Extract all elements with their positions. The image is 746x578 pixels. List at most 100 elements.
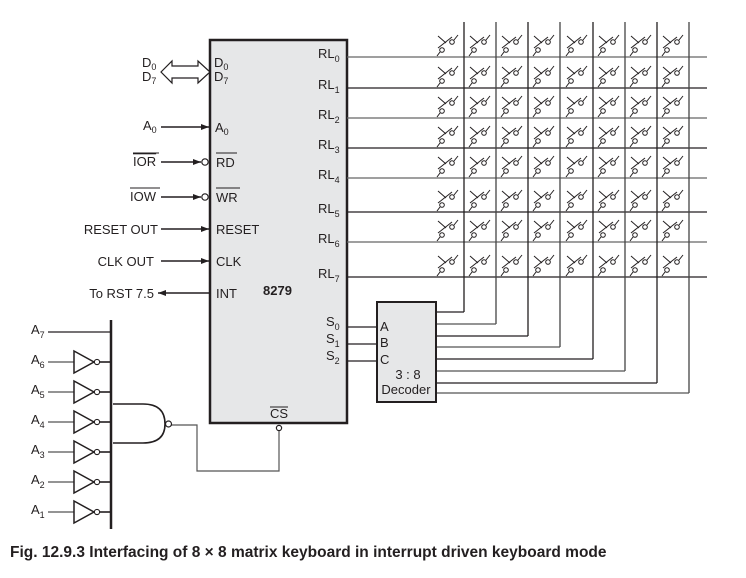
key-switch [500, 189, 523, 212]
address-label-4: A3 [31, 442, 45, 460]
key-switch [565, 65, 588, 88]
nand-output-bubble [164, 420, 173, 428]
key-switch [532, 254, 555, 277]
key-switch [629, 189, 652, 212]
scan-label-0: S0 [326, 314, 340, 332]
inverter-gate [73, 409, 96, 435]
cs-inversion-bubble [275, 424, 283, 432]
inverter-bubble [93, 358, 101, 366]
key-switch [500, 219, 523, 242]
data-bus-arrow [160, 59, 211, 85]
decoder-input-c: C [380, 352, 389, 367]
key-switch [661, 34, 684, 57]
key-switch [565, 125, 588, 148]
scan-label-2: S2 [326, 348, 340, 366]
address-label-3: A4 [31, 412, 45, 430]
inverter-bubble [93, 478, 101, 486]
address-label-2: A5 [31, 382, 45, 400]
key-switch [661, 125, 684, 148]
inverter-bubble [93, 508, 101, 516]
a0-ext-label: A0 [143, 118, 157, 135]
rl-label-3: RL3 [318, 137, 340, 155]
key-switch [565, 219, 588, 242]
clk-out-label: CLK OUT [98, 254, 154, 269]
key-switch [468, 34, 491, 57]
key-switch [565, 34, 588, 57]
rd-pin-label: RD [216, 155, 235, 170]
key-switch [597, 254, 620, 277]
key-switch [436, 254, 459, 277]
key-switch [661, 95, 684, 118]
svg-text:D7: D7 [214, 69, 228, 86]
cs-wire [169, 424, 280, 472]
key-switch [661, 189, 684, 212]
key-switch [629, 155, 652, 178]
a0-pin-label: A0 [215, 120, 229, 137]
iow-label: IOW [130, 189, 157, 204]
key-switch [597, 219, 620, 242]
nand-gate [113, 403, 166, 444]
inverter-gate [73, 379, 96, 405]
svg-text:D0: D0 [214, 55, 228, 72]
inverter-bubble [93, 448, 101, 456]
key-switch [532, 65, 555, 88]
key-switch [565, 189, 588, 212]
key-switch [500, 95, 523, 118]
clk-pin-label: CLK [216, 254, 242, 269]
key-matrix [436, 22, 690, 394]
rst75-label: To RST 7.5 [89, 286, 154, 301]
key-switch [468, 125, 491, 148]
key-switch [532, 189, 555, 212]
scan-label-1: S1 [326, 331, 340, 349]
rl-label-7: RL7 [318, 266, 340, 284]
reset-out-label: RESET OUT [84, 222, 158, 237]
key-switch [565, 254, 588, 277]
key-switch [597, 189, 620, 212]
inverter-bubble [93, 418, 101, 426]
decoder-input-a: A [380, 319, 389, 334]
key-switch [436, 34, 459, 57]
key-switch [436, 125, 459, 148]
key-switch [661, 219, 684, 242]
key-switch [500, 125, 523, 148]
wr-inversion-bubble [201, 193, 209, 201]
inverter-gate [73, 469, 96, 495]
rl-label-1: RL1 [318, 77, 340, 95]
key-switch [468, 155, 491, 178]
key-switch [468, 95, 491, 118]
key-switch [468, 65, 491, 88]
int-pin-label: INT [216, 286, 237, 301]
key-switch [532, 125, 555, 148]
inverter-gate [73, 349, 96, 375]
key-switch [532, 95, 555, 118]
address-label-5: A2 [31, 472, 45, 490]
key-switch [597, 155, 620, 178]
key-switch [500, 254, 523, 277]
key-switch [565, 155, 588, 178]
reset-pin-label: RESET [216, 222, 259, 237]
key-switch [597, 34, 620, 57]
key-switch [629, 65, 652, 88]
rl-label-0: RL0 [318, 46, 340, 64]
key-switch [500, 155, 523, 178]
address-label-6: A1 [31, 502, 45, 520]
inverter-gate [73, 439, 96, 465]
rl-label-2: RL2 [318, 107, 340, 125]
decoder-ratio: 3 : 8 [395, 367, 420, 382]
data-bus-pin-label: D0 D7 [214, 55, 228, 86]
key-switch [629, 95, 652, 118]
key-switch [436, 95, 459, 118]
chip-8279-body [208, 38, 349, 425]
decoder-input-b: B [380, 335, 389, 350]
key-switch [468, 219, 491, 242]
key-switch [532, 155, 555, 178]
data-bus-ext-label: D0 D7 [142, 55, 156, 86]
svg-text:D7: D7 [142, 69, 156, 86]
key-switch [629, 254, 652, 277]
chip-name: 8279 [263, 283, 292, 298]
key-switch [565, 95, 588, 118]
key-switch [468, 254, 491, 277]
